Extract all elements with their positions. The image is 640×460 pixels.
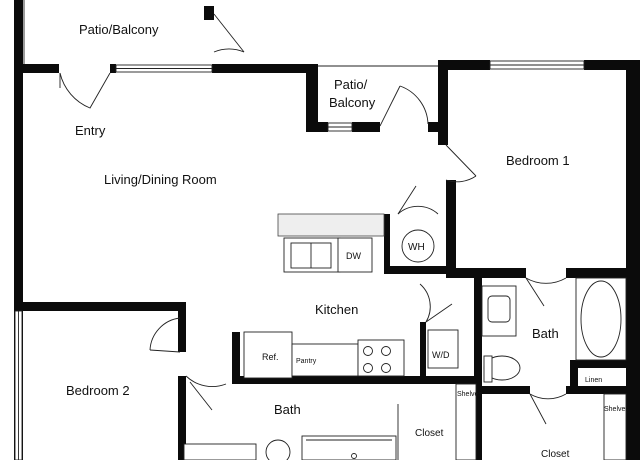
label-bedroom-1: Bedroom 1 [506,153,570,168]
pantry [291,343,359,377]
wall-left-exterior [14,0,23,460]
label-patio-balcony-mid-2: Balcony [329,95,376,110]
wall-bedroom2-right-lower [178,376,186,460]
wall-bath-center-top [232,376,480,384]
wall-bedroom1-top-right [584,60,640,70]
shelves-center-unit [455,383,477,460]
railings [23,0,438,67]
right-sink [487,295,511,323]
wall-corner [14,0,23,8]
wall-mid-patio-left [306,64,318,132]
label-shelves-center: Shelves [457,391,482,398]
wall-bedroom2-right-upper [178,302,186,352]
label-patio-balcony-top: Patio/Balcony [79,22,159,37]
shelves [455,383,627,460]
label-shelves-right: Shelves [604,406,629,413]
center-toilet [265,439,291,460]
water-heater [401,229,435,263]
label-closet-center: Closet [415,428,444,439]
wall-bedroom1-top-left [438,60,490,70]
wall-bedroom1-bottom-right [566,268,630,278]
wall-laundry-left [420,322,426,384]
wall-bedroom2-top [14,302,184,311]
label-wd: W/D [432,350,450,360]
wall-right-exterior [626,60,640,460]
label-ref: Ref. [262,352,279,362]
label-closet-right: Closet [541,449,570,460]
stove [357,339,405,377]
label-living-dining: Living/Dining Room [104,172,217,187]
room-labels: Patio/Balcony Patio/ Balcony Entry Livin… [66,22,570,460]
wall-bath-right-bottom-left [474,386,530,394]
shelves-right-unit [603,393,627,460]
wall-linen-left [570,360,578,394]
label-linen: Linen [585,377,602,384]
wall-living-top [212,64,318,73]
label-dw: DW [346,251,361,261]
wall-mid-patio-bottom-right [352,122,380,132]
wall-mid-patio-bottom-far [428,122,444,132]
label-wh: WH [408,242,425,253]
center-bath-fixtures [183,435,397,460]
wall-wh-left [384,214,390,274]
label-entry: Entry [75,123,106,138]
wall-mid-patio-bottom-left [306,122,328,132]
walls [14,0,640,460]
wall-window-jamb-left [110,64,116,73]
label-pantry: Pantry [296,358,317,365]
wall-bath-right-bottom-right [566,386,630,394]
kitchen-fixtures [243,213,459,379]
kitchen-island-top [277,213,385,237]
wall-bedroom1-bottom-left [446,268,526,278]
dishwasher [337,237,373,273]
wall-linen-top [570,360,630,368]
doors [59,13,567,460]
right-bath-fixtures [481,277,627,383]
washer-dryer [427,329,459,369]
refrigerator [243,331,293,379]
fixture-labels: WH DW Ref. Pantry W/D Linen Shelves Shel… [262,242,629,413]
wall-wh-bottom [384,266,454,274]
wall-bedroom1-left-upper [438,60,448,145]
label-bath-center: Bath [274,402,301,417]
label-bedroom-2: Bedroom 2 [66,383,130,398]
wall-post-top [204,6,214,20]
wall-kitchen-bottom-left [232,332,240,384]
label-kitchen: Kitchen [315,302,358,317]
label-bath-right: Bath [532,326,559,341]
label-patio-balcony-mid-1: Patio/ [334,77,368,92]
wall-bath-right-left [474,272,482,460]
windows [14,60,585,460]
right-toilet-tank [483,355,493,383]
wall-entry-top-left [23,64,59,73]
center-vanity [183,443,257,460]
wall-bedroom1-left-lower [446,180,456,272]
bathtub-basin [580,280,622,358]
